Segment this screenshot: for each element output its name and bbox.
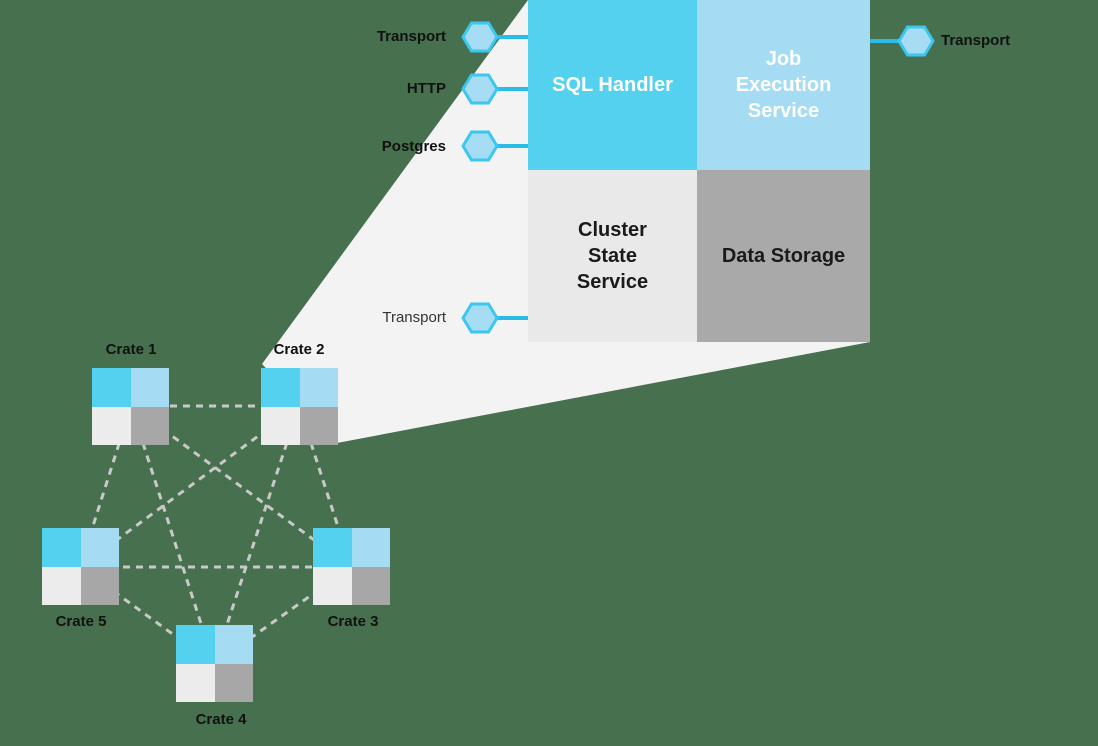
job-execution-service-label: Job Execution Service — [735, 48, 832, 122]
http-port-label: HTTP — [406, 80, 446, 97]
crate-2-node-icon — [261, 368, 338, 445]
postgres-hexagon-icon — [461, 130, 499, 162]
mesh-line-crate2-crate4 — [212, 405, 301, 665]
crate-5-label: Crate 5 — [55, 613, 107, 630]
cluster-state-service-quadrant: Cluster State Service — [528, 170, 697, 342]
job-execution-service-quadrant: Job Execution Service — [697, 0, 870, 170]
transport-right-port-label: Transport — [941, 32, 1011, 49]
crate-quadrant-cell — [214, 663, 253, 702]
postgres-port-label: Postgres — [381, 138, 446, 155]
crate-quadrant-cell — [351, 528, 390, 567]
crate-quadrant-cell — [92, 368, 131, 407]
crate-quadrant-cell — [351, 566, 390, 605]
crate-4-label: Crate 4 — [195, 711, 247, 728]
crate-quadrant-cell — [130, 368, 169, 407]
crate-3-node-icon — [313, 528, 390, 605]
crate-2-label: Crate 2 — [273, 341, 325, 358]
crate-4-node-icon — [176, 625, 253, 702]
crate-quadrant-cell — [80, 528, 119, 567]
crate-3-label: Crate 3 — [327, 613, 379, 630]
transport-top-hexagon-icon — [461, 21, 499, 53]
crate-1-node-icon — [92, 368, 169, 445]
crate-quadrant-cell — [214, 625, 253, 664]
crate-quadrant-cell — [42, 566, 81, 605]
crate-1-label: Crate 1 — [105, 341, 157, 358]
crate-quadrant-cell — [176, 663, 215, 702]
port-connectors — [497, 35, 900, 320]
cluster-state-service-label: Cluster State Service — [576, 219, 649, 293]
crate-quadrant-cell — [313, 566, 352, 605]
transport-right-hexagon-icon — [897, 25, 935, 57]
transport-bottom-port-label: Transport — [382, 309, 446, 326]
crate-quadrant-cell — [176, 625, 215, 664]
crate-quadrant-cell — [42, 528, 81, 567]
data-storage-label: Data Storage — [721, 245, 846, 267]
sql-handler-quadrant: SQL Handler — [528, 0, 697, 170]
crate-quadrant-cell — [261, 368, 300, 407]
transport-top-port-label: Transport — [376, 28, 446, 45]
sql-handler-label: SQL Handler — [552, 74, 673, 96]
http-hexagon-icon — [461, 73, 499, 105]
port-hexagons — [461, 21, 935, 334]
mesh-line-crate1-crate4 — [129, 405, 216, 665]
crate-quadrant-cell — [313, 528, 352, 567]
crate-quadrant-cell — [261, 406, 300, 445]
crate-quadrant-cell — [92, 406, 131, 445]
data-storage-quadrant: Data Storage — [697, 170, 870, 342]
transport-bottom-hexagon-icon — [461, 302, 499, 334]
crate-quadrant-cell — [130, 406, 169, 445]
crate-quadrant-cell — [299, 368, 338, 407]
crate-quadrant-cell — [80, 566, 119, 605]
crate-quadrant-cell — [299, 406, 338, 445]
crate-5-node-icon — [42, 528, 119, 605]
